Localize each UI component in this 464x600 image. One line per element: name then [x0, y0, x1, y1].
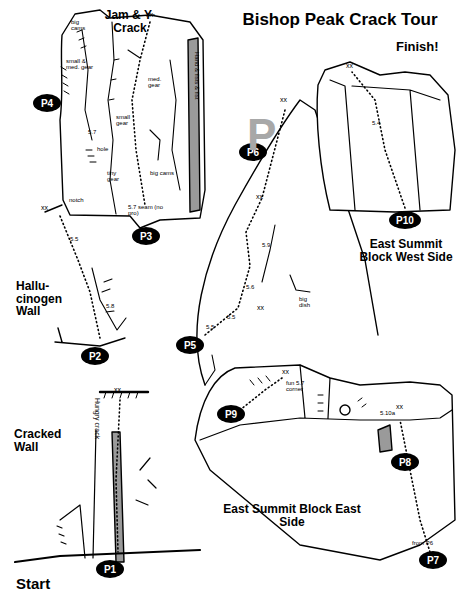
crack-line	[205, 225, 310, 385]
pitch-marker: P5	[176, 336, 204, 354]
pitch-marker: P1	[96, 560, 124, 578]
anchor-mark: xx	[256, 193, 263, 200]
route-line	[205, 110, 285, 335]
route-name: Hungry crack	[94, 398, 101, 439]
rock-line	[45, 205, 125, 346]
gear-note: tiny gear	[107, 170, 129, 183]
crack-line	[57, 430, 156, 558]
route-line	[116, 400, 120, 552]
pitch-number: P1	[104, 564, 116, 575]
route-line	[352, 72, 405, 208]
panel-title: Finish!	[396, 40, 439, 54]
grey-band	[188, 38, 200, 212]
overhang-ticks	[61, 30, 119, 162]
grey-patch	[378, 425, 392, 452]
pitch-number: P10	[396, 215, 414, 226]
grade-label: 5.5	[227, 314, 235, 320]
rock-line	[100, 391, 148, 393]
overhang-ticks	[104, 392, 138, 398]
rock-outline	[317, 62, 455, 212]
pitch-number: P4	[41, 98, 53, 109]
pitch-marker: P4	[33, 94, 61, 112]
pitch-number: P3	[140, 231, 152, 242]
anchor-mark: xx	[146, 11, 153, 18]
pitch-number: P9	[225, 409, 237, 420]
panel-title: Hallu- cinogen Wall	[16, 280, 76, 318]
route-line	[240, 378, 282, 410]
anchor-mark: xx	[346, 62, 353, 69]
gear-note: med. gear	[148, 76, 172, 89]
rock-hole	[340, 405, 350, 415]
panel-title: Cracked Wall	[14, 428, 70, 453]
route-note: from P6	[412, 540, 436, 546]
pitch-number: P7	[427, 555, 439, 566]
rock-line	[330, 80, 440, 210]
route-line	[60, 216, 100, 338]
pitch-marker: P2	[81, 347, 109, 365]
grade-label: 5.4	[372, 120, 380, 126]
anchor-mark: xx	[114, 386, 121, 393]
grade-label: 5.10a	[380, 410, 395, 416]
pitch-marker: P10	[389, 211, 421, 229]
feature-note: big dish	[299, 296, 319, 309]
anchor-mark: xx	[280, 96, 287, 103]
crack-line	[82, 22, 180, 214]
anchor-mark: xx	[396, 403, 403, 410]
grade-label: 5.5	[70, 236, 78, 242]
rock-line	[200, 365, 452, 440]
panel-title: East Summit Block West Side	[358, 238, 454, 263]
route-line	[400, 420, 430, 552]
pitch-marker: P7	[419, 551, 447, 569]
gear-note: big cams	[71, 19, 93, 32]
feature-note: notch	[69, 197, 84, 203]
parking-mark: P	[247, 112, 276, 158]
route-note: 5.7 seam (no pro)	[128, 204, 170, 217]
gear-note: big cams	[150, 170, 174, 176]
pitch-number: P8	[399, 457, 411, 468]
route-note: Hand & fists & fist	[194, 52, 200, 99]
grade-label: 5.6	[246, 284, 254, 290]
grade-label: 5.5	[206, 324, 214, 330]
panel-title: East Summit Block East Side	[222, 503, 362, 528]
rock-outline	[195, 365, 455, 560]
route-line	[132, 22, 150, 205]
rock-outline	[60, 10, 205, 228]
pitch-number: P2	[89, 351, 101, 362]
pitch-marker: P3	[132, 227, 160, 245]
feature-note: hole	[97, 146, 108, 152]
grade-label: 5.7	[88, 129, 96, 135]
anchor-mark: xx	[41, 204, 48, 211]
anchor-mark: xx	[257, 304, 264, 311]
pitch-number: P5	[184, 340, 196, 351]
anchor-mark: xx	[282, 368, 289, 375]
crack-line	[92, 268, 126, 330]
route-note: fun 5.7 corner	[286, 380, 312, 393]
gear-note: small gear	[116, 114, 140, 127]
page-title: Bishop Peak Crack Tour	[222, 10, 458, 30]
grade-label: 5.9	[262, 242, 270, 248]
pitch-marker: P9	[217, 405, 245, 423]
pitch-marker: P8	[391, 453, 419, 471]
start-label: Start	[16, 576, 50, 592]
gear-note: small & med. gear	[66, 58, 94, 71]
grade-label: 5.8	[106, 303, 114, 309]
